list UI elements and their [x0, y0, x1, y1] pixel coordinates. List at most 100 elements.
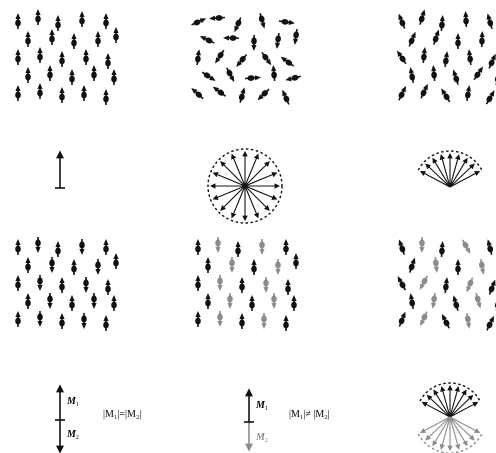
spin-icon	[103, 13, 109, 29]
spin-icon	[79, 239, 85, 255]
spin-icon	[71, 33, 77, 49]
spin-icon	[283, 315, 289, 331]
spin-icon	[478, 259, 486, 276]
spin-icon	[111, 69, 117, 85]
m1-label-afm: M1	[66, 396, 79, 408]
spin-icon	[47, 65, 53, 81]
spin-icon	[223, 35, 239, 41]
spin-icon	[194, 49, 202, 66]
spin-icon	[418, 310, 430, 327]
spin-icon	[15, 85, 21, 101]
spin-icon	[15, 13, 21, 29]
spin-icon	[484, 89, 496, 106]
spin-icon	[245, 75, 261, 82]
antiferromagnet-lattice	[15, 237, 119, 331]
spin-icon	[455, 33, 461, 49]
spin-icon	[464, 313, 472, 330]
spin-icon	[224, 67, 236, 84]
spin-icon	[91, 293, 97, 309]
spin-icon	[111, 295, 117, 311]
spin-icon	[103, 315, 109, 331]
spin-icon	[256, 87, 271, 102]
spin-icon	[25, 293, 31, 309]
spin-icon	[291, 295, 297, 311]
spin-icon	[113, 27, 119, 43]
spin-icon	[234, 53, 249, 69]
spin-icon	[419, 237, 425, 253]
spin-icon	[103, 89, 109, 105]
spin-icon	[35, 9, 41, 25]
spin-icon	[251, 259, 257, 275]
spin-icon	[463, 11, 469, 27]
spin-icon	[472, 65, 486, 81]
spin-icon	[279, 54, 295, 68]
spin-icon	[479, 31, 485, 47]
spin-icon	[205, 257, 211, 273]
spin-icon	[271, 293, 277, 309]
spin-icon	[55, 15, 61, 31]
spin-icon	[201, 70, 217, 83]
net-moment-arrow-icon	[55, 152, 65, 188]
spin-icon	[464, 276, 475, 293]
spin-icon	[15, 49, 21, 65]
spin-icon	[239, 277, 245, 293]
spin-icon	[235, 241, 241, 257]
moment-fan-icon	[418, 151, 482, 187]
spin-icon	[71, 259, 77, 275]
spin-icon	[217, 311, 223, 327]
spin-icon	[190, 16, 207, 28]
spin-icon	[261, 313, 267, 329]
spin-icon	[15, 311, 21, 327]
spin-icon	[83, 49, 89, 65]
spin-icon	[229, 257, 235, 273]
spin-icon	[209, 15, 225, 22]
spin-icon	[442, 277, 450, 294]
spin-icon	[25, 67, 31, 83]
spin-icon	[397, 311, 408, 328]
spin-icon	[275, 259, 281, 275]
spin-icon	[217, 275, 223, 291]
spin-icon	[451, 69, 461, 86]
spin-icon	[215, 237, 221, 253]
spin-icon	[37, 275, 43, 291]
spin-icon	[451, 295, 461, 312]
spin-icon	[279, 18, 296, 26]
spin-icon	[195, 239, 201, 255]
spin-icon	[199, 34, 216, 46]
spin-icon	[37, 83, 43, 99]
unequal-antiparallel-moments-icon	[244, 390, 254, 450]
spin-icon	[274, 33, 282, 50]
spin-icon	[49, 29, 55, 45]
spin-icon	[417, 9, 427, 26]
spin-icon	[113, 253, 119, 269]
m2-label-afm: M2	[66, 429, 79, 441]
random-orientation-circle-icon	[208, 149, 282, 223]
spin-icon	[280, 89, 292, 106]
spin-icon	[211, 84, 227, 98]
spin-icon	[396, 13, 407, 30]
spin-icon	[439, 87, 452, 104]
spin-icon	[105, 279, 111, 295]
spin-icon	[285, 74, 302, 83]
spin-icon	[466, 49, 474, 66]
spin-icon	[484, 315, 496, 332]
spin-icon	[79, 11, 85, 27]
spin-icon	[189, 86, 205, 101]
equal-magnitude-relation: |M₁|=|M₂|	[103, 409, 141, 420]
spin-icon	[419, 83, 431, 100]
spin-icon	[81, 85, 87, 101]
spin-icon	[251, 35, 257, 51]
spin-icon	[285, 279, 291, 295]
spin-icon	[95, 31, 101, 47]
spin-icon	[417, 275, 430, 292]
spin-icon	[103, 239, 109, 255]
spin-icon	[55, 241, 61, 257]
spin-icon	[25, 257, 31, 273]
spin-icon	[91, 65, 97, 81]
spin-icon	[395, 275, 408, 292]
spin-icon	[487, 53, 496, 70]
spin-icon	[442, 51, 450, 68]
spin-icon	[105, 53, 111, 69]
spin-icon	[430, 293, 438, 310]
m2-label-ferri: M2	[255, 432, 268, 444]
